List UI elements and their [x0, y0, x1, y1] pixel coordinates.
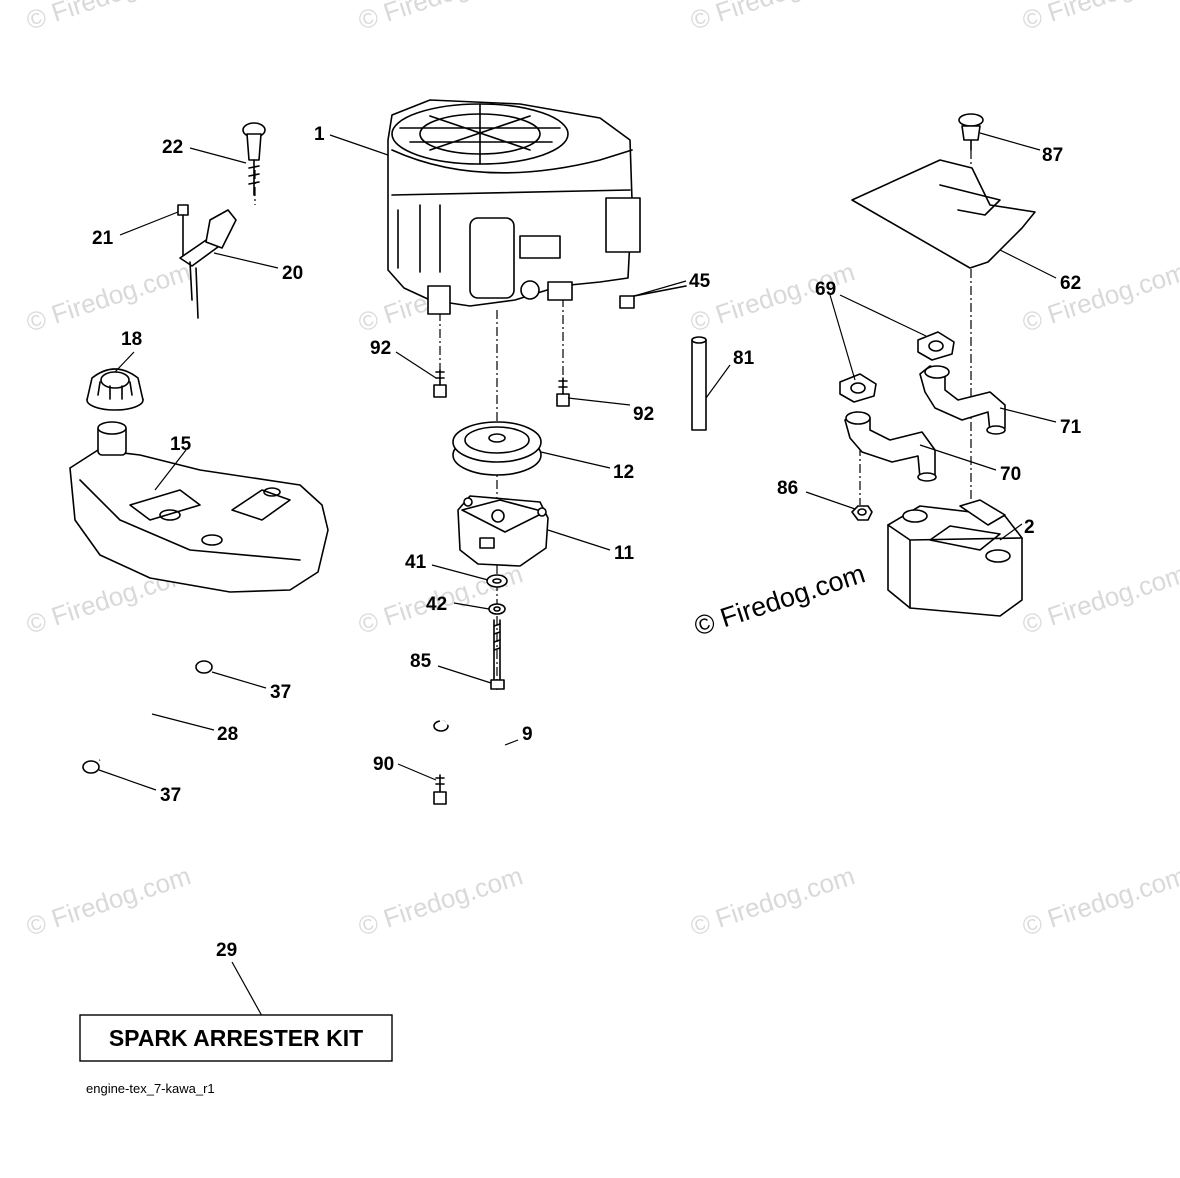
part-pulley — [452, 421, 542, 476]
part-washer-41 — [486, 574, 508, 588]
part-muffler — [887, 499, 1023, 617]
part-hose-clamp-bottom — [82, 760, 100, 774]
part-bolt-90 — [433, 774, 447, 805]
callout-37-top: 37 — [270, 682, 291, 703]
callout-86: 86 — [777, 478, 798, 499]
part-exhaust-pipe-70 — [844, 411, 937, 482]
part-rod — [433, 719, 607, 824]
part-fuel-tank — [69, 421, 329, 593]
part-clutch-bolt — [490, 619, 505, 690]
callout-71: 71 — [1060, 417, 1082, 438]
callout-29: 29 — [216, 940, 237, 961]
watermark-text: © Firedog.com — [1019, 0, 1180, 36]
leader-lines — [98, 132, 1057, 1017]
callout-62: 62 — [1060, 273, 1081, 294]
part-throttle-control — [177, 204, 237, 319]
watermark-text: © Firedog.com — [355, 0, 527, 36]
callout-15: 15 — [170, 434, 192, 455]
callout-90: 90 — [373, 754, 394, 775]
watermark-text: © Firedog.com — [687, 0, 859, 36]
callout-45: 45 — [689, 271, 711, 292]
callout-2: 2 — [1024, 517, 1035, 538]
callout-69: 69 — [815, 279, 836, 300]
spark-arrester-kit-box: SPARK ARRESTER KIT — [79, 1014, 393, 1062]
callout-42: 42 — [426, 594, 447, 615]
part-gasket-69-upper — [917, 331, 955, 361]
drawing-code: engine-tex_7-kawa_r1 — [86, 1081, 215, 1096]
part-engine — [387, 99, 641, 315]
part-spark-plug-wire — [619, 285, 687, 309]
part-fuel-line — [99, 666, 201, 762]
callout-92-left: 92 — [370, 338, 391, 359]
part-choke-knob — [242, 122, 266, 196]
part-exhaust-pipe-71 — [919, 365, 1006, 435]
callout-11: 11 — [614, 543, 635, 564]
callout-20: 20 — [282, 263, 303, 284]
part-bolt-92-right — [556, 377, 570, 407]
part-screw-87 — [958, 113, 984, 151]
callout-28: 28 — [217, 724, 238, 745]
watermark-text: © Firedog.com — [1019, 558, 1180, 639]
part-electric-clutch — [457, 495, 549, 567]
part-washer-42 — [488, 603, 506, 615]
part-breather-hose — [691, 336, 707, 431]
callout-22: 22 — [162, 137, 183, 158]
main-watermark: © Firedog.com — [691, 558, 869, 641]
part-fuel-cap — [86, 368, 144, 411]
callout-9: 9 — [522, 724, 533, 745]
watermark-text: © Firedog.com — [1019, 256, 1180, 337]
watermark-text: © Firedog.com — [23, 0, 195, 36]
part-bolt-92-left — [433, 369, 447, 398]
part-hose-clamp-top — [195, 660, 213, 674]
part-nut-86 — [851, 505, 873, 521]
part-gasket-69-lower — [839, 373, 877, 403]
watermark-text: © Firedog.com — [1019, 860, 1180, 941]
callout-labels: 1 2 9 11 12 15 18 20 21 22 28 29 37 37 4… — [92, 124, 1082, 961]
callout-18: 18 — [121, 329, 142, 350]
callout-41: 41 — [405, 552, 427, 573]
watermark-text: © Firedog.com — [687, 860, 859, 941]
callout-81: 81 — [733, 348, 755, 369]
watermark-text: © Firedog.com — [23, 860, 195, 941]
callout-21: 21 — [92, 228, 114, 249]
spark-arrester-kit-label: SPARK ARRESTER KIT — [109, 1025, 363, 1051]
callout-37-bottom: 37 — [160, 785, 181, 806]
callout-70: 70 — [1000, 464, 1021, 485]
callout-87: 87 — [1042, 145, 1063, 166]
callout-92-right: 92 — [633, 404, 654, 425]
watermark-text: © Firedog.com — [355, 860, 527, 941]
part-heat-shield — [851, 159, 1036, 269]
callout-1: 1 — [314, 124, 325, 145]
callout-85: 85 — [410, 651, 432, 672]
callout-12: 12 — [613, 462, 634, 483]
watermark-text: © Firedog.com — [23, 256, 195, 337]
